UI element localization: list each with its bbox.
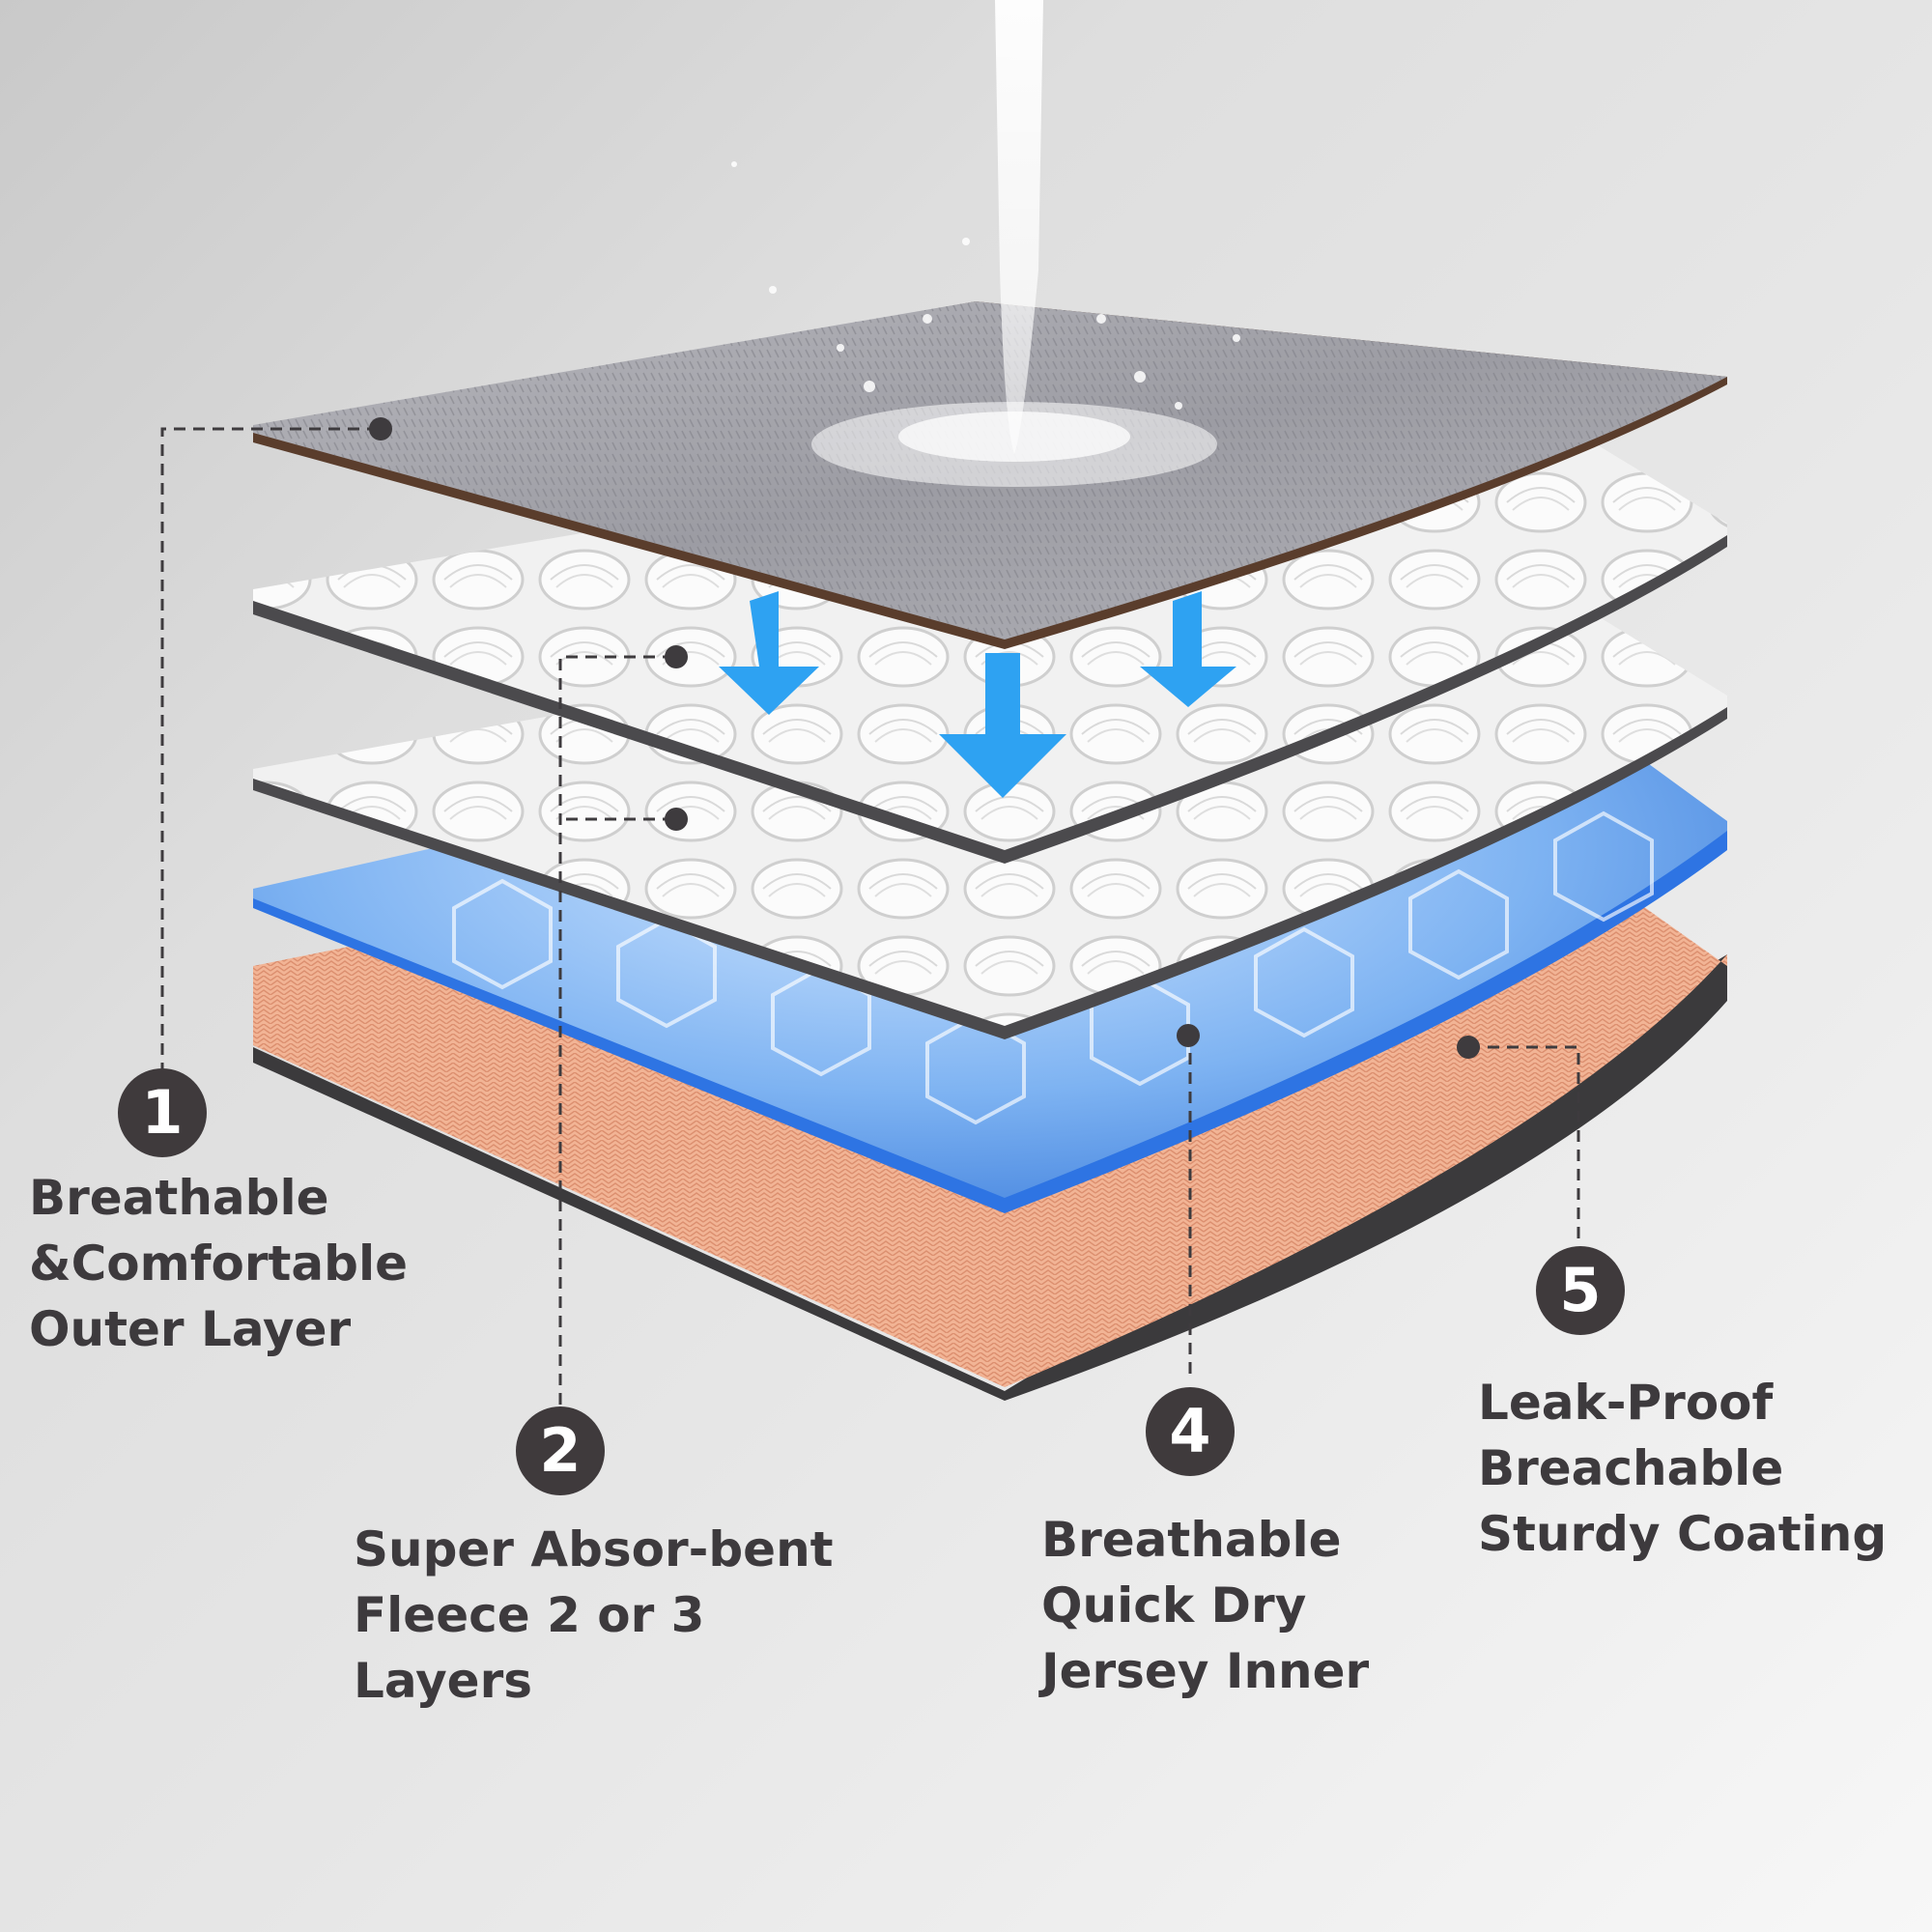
- badge-layer-1: 1: [118, 1068, 207, 1157]
- label-layer-2: Super Absor-bent Fleece 2 or 3 Layers: [354, 1517, 834, 1714]
- label-line: Breathable: [1041, 1512, 1342, 1568]
- label-line: Layers: [354, 1653, 532, 1709]
- label-line: Outer Layer: [29, 1301, 352, 1357]
- badge-layer-2: 2: [516, 1406, 605, 1495]
- badge-layer-5: 5: [1536, 1246, 1625, 1335]
- badge-layer-4: 4: [1146, 1387, 1235, 1476]
- label-line: Breathable: [29, 1170, 329, 1226]
- label-layer-4: Breathable Quick Dry Jersey Inner: [1041, 1507, 1369, 1704]
- label-line: Jersey Inner: [1041, 1643, 1370, 1699]
- down-arrow-icon: [719, 591, 1236, 798]
- water-stream-icon: [731, 0, 1240, 487]
- label-line: &Comfortable: [29, 1236, 408, 1292]
- label-layer-1: Breathable &Comfortable Outer Layer: [29, 1165, 408, 1362]
- label-line: Quick Dry: [1041, 1577, 1307, 1634]
- label-line: Sturdy Coating: [1478, 1506, 1888, 1562]
- label-line: Fleece 2 or 3: [354, 1587, 705, 1643]
- label-line: Leak-Proof: [1478, 1375, 1774, 1431]
- label-layer-5: Leak-Proof Breachable Sturdy Coating: [1478, 1370, 1887, 1567]
- label-line: Breachable: [1478, 1440, 1784, 1496]
- leader-dots: [369, 417, 1480, 1059]
- label-line: Super Absor-bent: [354, 1521, 834, 1577]
